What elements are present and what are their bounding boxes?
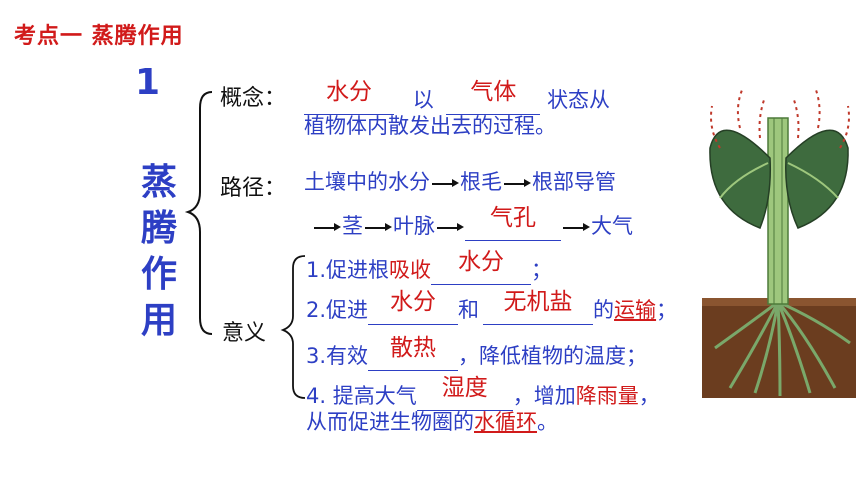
- arrow-icon: [435, 222, 465, 232]
- pathway-step-vein: 叶脉: [393, 214, 435, 238]
- pathway-step-soil: 土壤中的水分: [304, 170, 430, 194]
- arrow-icon: [363, 222, 393, 232]
- title-char-3: 作: [140, 254, 177, 295]
- concept-tail: 状态从: [547, 88, 611, 112]
- item2-blank-2: 无机盐: [483, 289, 594, 325]
- vertical-title: 蒸 腾 作 用: [136, 160, 182, 344]
- significance-item-3: 3.有效散热，降低植物的温度；: [306, 335, 647, 371]
- item2-blank-1: 水分: [368, 289, 459, 325]
- title-char-2: 腾: [140, 208, 177, 249]
- significance-item-1: 1.促进根吸收水分；: [306, 249, 552, 285]
- pathway-label: 路径：: [220, 176, 287, 201]
- significance-brace: [280, 255, 306, 399]
- concept-blank-2: 气体: [446, 79, 541, 115]
- concept-blank-1: 水分: [304, 79, 394, 115]
- pathway-line-1: 土壤中的水分 根毛 根部导管: [304, 166, 616, 196]
- page-header: 考点一 蒸腾作用: [14, 24, 184, 49]
- concept-line-1: 水分 以 气体 状态从: [304, 79, 611, 115]
- concept-line-2: 植物体内散发出去的过程。: [304, 114, 556, 138]
- arrow-icon: [430, 178, 460, 188]
- section-number: 1: [135, 62, 161, 103]
- significance-item-4-line-2: 从而促进生物圈的水循环。: [306, 410, 558, 434]
- significance-label: 意义: [222, 321, 267, 346]
- concept-label: 概念：: [220, 86, 287, 111]
- pathway-step-root-vessel: 根部导管: [532, 170, 616, 194]
- item1-blank: 水分: [431, 249, 532, 285]
- arrow-icon: [312, 222, 342, 232]
- arrow-icon: [561, 222, 591, 232]
- pathway-blank: 气孔: [465, 205, 561, 241]
- plant-transpiration-illustration: [702, 89, 856, 398]
- title-char-4: 用: [140, 300, 177, 341]
- stem: [767, 117, 789, 305]
- significance-item-2: 2.促进水分和无机盐的运输；: [306, 289, 677, 325]
- pathway-step-stem: 茎: [342, 214, 363, 238]
- roots: [714, 300, 851, 397]
- item3-blank: 散热: [368, 335, 459, 371]
- concept-word: 以: [412, 88, 434, 112]
- item4-blank: 湿度: [416, 375, 513, 411]
- pathway-step-root-hair: 根毛: [460, 170, 502, 194]
- main-brace: [184, 91, 213, 335]
- water-vapor-arrows: [710, 89, 850, 149]
- significance-item-4: 4. 提高大气湿度，增加降雨量，: [306, 375, 660, 411]
- title-char-1: 蒸: [140, 162, 177, 203]
- arrow-icon: [502, 178, 532, 188]
- pathway-line-2: 茎 叶脉 气孔 大气: [312, 205, 633, 241]
- pathway-step-air: 大气: [591, 214, 633, 238]
